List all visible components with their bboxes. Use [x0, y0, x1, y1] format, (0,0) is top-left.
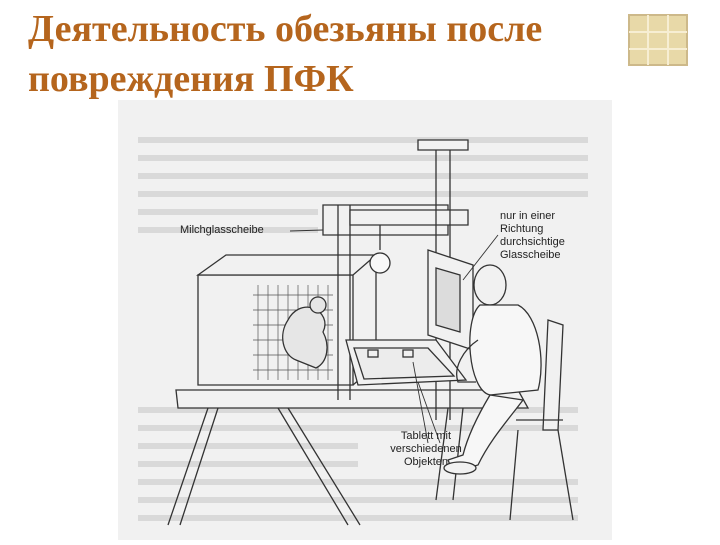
label-milk-glass: Milchglasscheibe — [180, 224, 264, 236]
label-tray-line-3: Objekten — [403, 456, 449, 468]
label-one-way-glass: nur in einer Richtung durchsichtige Glas… — [500, 210, 565, 262]
label-one-way-line-1: nur in einer — [500, 210, 556, 222]
label-tray: Tablett mit verschiedenen Objekten — [376, 430, 476, 469]
label-tray-line-2: verschiedenen — [390, 443, 462, 455]
title-line-2: повреждения ПФК — [28, 58, 354, 100]
slide-title: Деятельность обезьяны после повреждения … — [28, 4, 618, 104]
label-one-way-line-4: Glasscheibe — [500, 249, 561, 261]
label-one-way-line-3: durchsichtige — [500, 236, 565, 248]
experiment-illustration: Milchglasscheibe nur in einer Richtung d… — [118, 100, 612, 540]
title-line-1: Деятельность обезьяны после — [28, 8, 543, 50]
grid-logo-icon — [628, 14, 688, 66]
wisconsin-apparatus-drawing — [118, 100, 612, 540]
label-tray-line-1: Tablett mit — [400, 430, 452, 442]
label-one-way-line-2: Richtung — [500, 223, 544, 235]
